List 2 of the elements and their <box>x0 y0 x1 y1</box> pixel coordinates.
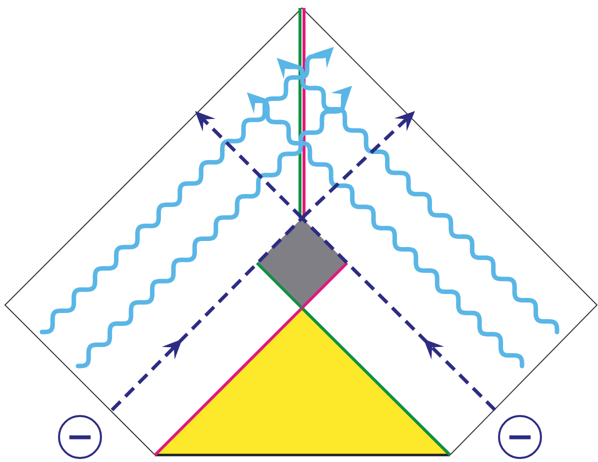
circled-minus-symbol: − <box>498 415 542 459</box>
circled-minus-symbol: − <box>58 415 102 459</box>
